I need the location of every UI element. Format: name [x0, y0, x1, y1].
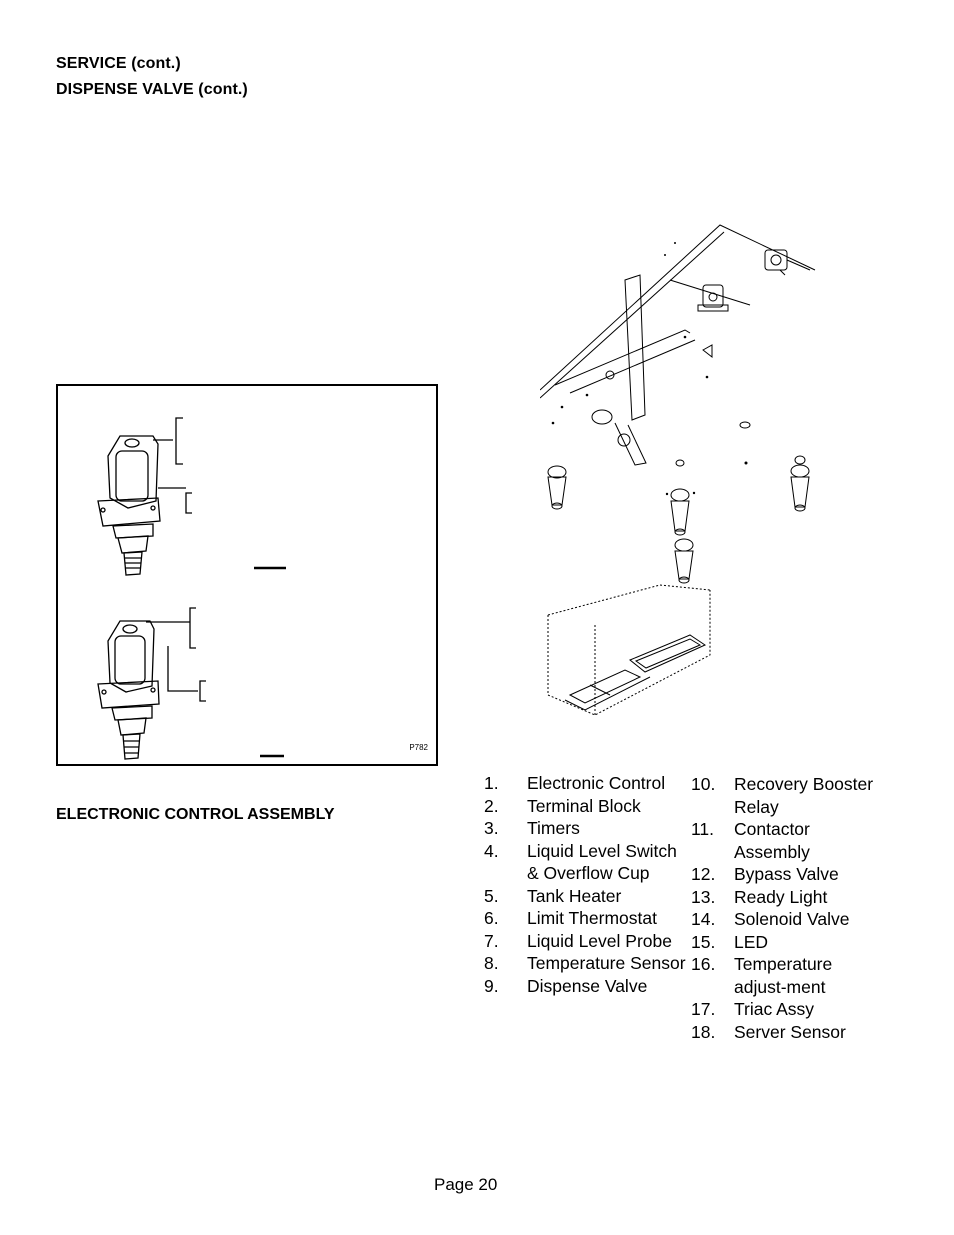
list-item: 17. Triac Assy	[691, 998, 884, 1021]
item-name: Temperature Sensor	[527, 953, 686, 973]
list-item: 2. Terminal Block	[484, 795, 687, 818]
item-name: Tank Heater	[527, 885, 622, 906]
item-number: 18.	[691, 1021, 716, 1042]
item-number: 11.	[691, 819, 715, 839]
page-number: Page 20	[434, 1175, 498, 1194]
list-item: 13. Ready Light	[691, 886, 884, 909]
item-number: 7.	[484, 930, 499, 951]
valve-illustration	[97, 417, 286, 760]
parts-list-right: 10. Recovery Booster Relay 11. Contactor A…	[691, 773, 884, 1043]
item-number: 17.	[691, 999, 716, 1019]
figure-code-label: P782	[409, 743, 428, 752]
list-item: 1. Electronic Control	[484, 772, 687, 795]
leg-center-upper	[670, 488, 690, 536]
list-item: 3. Timers	[484, 817, 687, 840]
item-number: 3.	[484, 818, 499, 838]
list-item: 16. Temperature adjust-ment	[691, 953, 884, 998]
item-name: Temperature adjust-ment	[734, 954, 833, 997]
item-name: Solenoid Valve	[734, 909, 850, 929]
item-name: Server Sensor	[734, 1021, 846, 1042]
list-item: 11. Contactor Assembly	[691, 818, 884, 863]
item-number: 2.	[484, 795, 499, 816]
list-item: 6. Limit Thermostat	[484, 907, 687, 930]
item-number: 15.	[691, 931, 716, 952]
item-name: Bypass Valve	[734, 864, 839, 884]
item-name: Timers	[527, 818, 580, 838]
item-name: Dispense Valve	[527, 975, 648, 996]
item-number: 5.	[484, 885, 499, 906]
list-item: 8. Temperature Sensor	[484, 952, 687, 975]
list-item: 12. Bypass Valve	[691, 863, 884, 886]
lower-valve-drawing	[97, 620, 160, 760]
leg-right	[790, 455, 810, 512]
dispense-valve-figure: P782	[56, 384, 438, 766]
control-assembly-diagram	[540, 224, 816, 716]
item-name: Recovery Booster Relay	[734, 774, 874, 817]
list-item: 5. Tank Heater	[484, 885, 687, 908]
list-item: 18. Server Sensor	[691, 1021, 884, 1044]
list-item: 7. Liquid Level Probe	[484, 930, 687, 953]
item-number: 1.	[484, 773, 499, 793]
leg-center-lower	[674, 538, 694, 584]
leg-left	[547, 465, 567, 510]
item-number: 10.	[691, 774, 716, 794]
list-item: 10. Recovery Booster Relay	[691, 773, 884, 818]
item-number: 9.	[484, 975, 499, 996]
item-number: 16.	[691, 954, 716, 974]
item-name: Ready Light	[734, 886, 828, 907]
header-dispense-valve: DISPENSE VALVE (cont.)	[56, 81, 248, 98]
parts-list-left: 1. Electronic Control 2. Terminal Block 3.…	[484, 772, 687, 997]
item-name: Terminal Block	[527, 795, 641, 816]
item-number: 13.	[691, 886, 716, 907]
item-number: 14.	[691, 909, 716, 929]
item-name: Electronic Control	[527, 773, 666, 793]
header-service: SERVICE (cont.)	[56, 55, 181, 72]
list-item: 9. Dispense Valve	[484, 975, 687, 998]
list-item: 15. LED	[691, 931, 884, 954]
item-name: LED	[734, 931, 769, 952]
item-number: 6.	[484, 908, 499, 928]
item-number: 12.	[691, 864, 716, 884]
item-name: Contactor Assembly	[734, 819, 810, 862]
item-name: Triac Assy	[734, 999, 815, 1019]
upper-valve-drawing	[97, 435, 161, 576]
list-item: 14. Solenoid Valve	[691, 908, 884, 931]
list-item: 4. Liquid Level Switch & Overflow Cup	[484, 840, 687, 885]
item-number: 4.	[484, 840, 499, 861]
item-name: Limit Thermostat	[527, 908, 657, 928]
item-number: 8.	[484, 953, 499, 973]
item-name: Liquid Level Probe	[527, 930, 672, 951]
item-name: Liquid Level Switch & Overflow Cup	[527, 840, 677, 884]
section-title: ELECTRONIC CONTROL ASSEMBLY	[56, 806, 335, 823]
